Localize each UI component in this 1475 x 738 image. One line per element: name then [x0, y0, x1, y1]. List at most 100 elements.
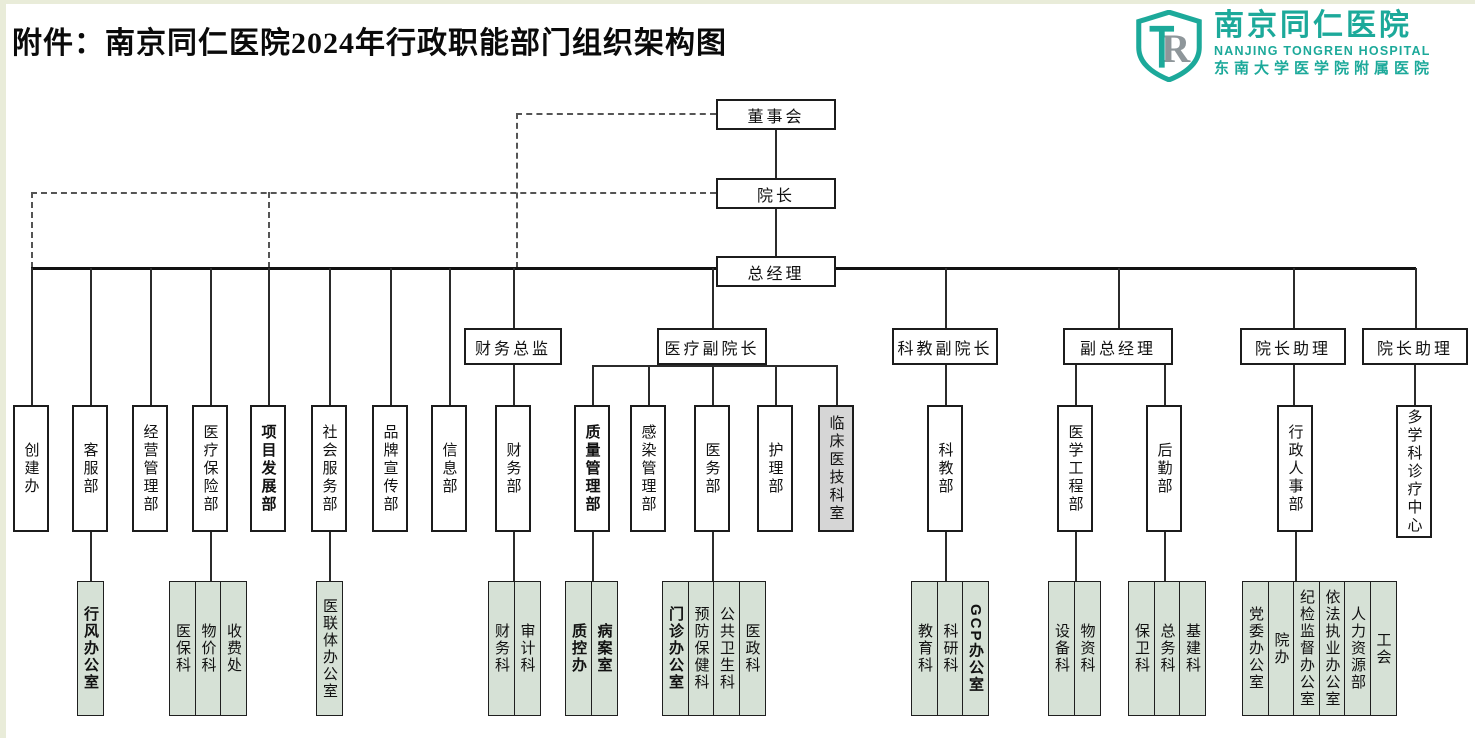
hospital-name-en: NANJING TONGREN HOSPITAL	[1214, 44, 1431, 58]
connector-line	[712, 268, 714, 328]
connector-line	[775, 130, 777, 178]
connector-line	[513, 532, 515, 581]
hospital-logo-text: 南京同仁医院 NANJING TONGREN HOSPITAL 东南大学医学院附…	[1214, 8, 1466, 78]
connector-line	[592, 532, 594, 581]
org-node-dangwei: 党委办公室	[1242, 581, 1269, 716]
org-node-medical-vp: 医疗副院长	[657, 328, 767, 365]
connector-line	[592, 365, 836, 367]
connector-line	[945, 268, 947, 328]
hospital-affiliation: 东南大学医学院附属医院	[1214, 60, 1435, 77]
org-node-yizhengke: 医政科	[738, 581, 766, 716]
org-node-board: 董事会	[716, 99, 836, 130]
org-node-deputy-gm: 副总经理	[1063, 328, 1173, 365]
org-node-medical-affairs: 医务部	[694, 405, 730, 532]
org-group-admin-hr: 党委办公室 院办 纪检监督办公室 依法执业办公室 人力资源部 工会	[1242, 581, 1397, 716]
org-node-clinical-departments: 临床医技科室	[818, 405, 854, 532]
org-node-shebeike: 设备科	[1048, 581, 1075, 716]
org-node-medical-insurance: 医疗保险部	[192, 405, 228, 532]
org-node-zongwuke: 总务科	[1153, 581, 1181, 716]
org-node-nursing: 护理部	[757, 405, 793, 532]
connector-line	[1075, 532, 1077, 581]
org-node-jijian-jiandu: 纪检监督办公室	[1293, 581, 1320, 716]
org-node-president-assistant-2: 院长助理	[1362, 328, 1468, 365]
org-node-zhikongban: 质控办	[565, 581, 592, 716]
connector-line	[268, 268, 270, 405]
connector-line-dashed	[268, 192, 270, 268]
org-node-wuzike: 物资科	[1073, 581, 1101, 716]
org-node-science-education: 科教部	[927, 405, 963, 532]
org-node-education-vp: 科教副院长	[892, 328, 998, 365]
connector-line	[90, 268, 92, 405]
org-node-gcp-office: GCP办公室	[962, 581, 989, 716]
connector-line	[945, 532, 947, 581]
connector-line	[712, 365, 714, 405]
org-group-science-education: 教育科 科研科 GCP办公室	[911, 581, 989, 716]
org-node-caiwuke: 财务科	[488, 581, 515, 716]
connector-line	[1075, 365, 1077, 405]
org-node-medical-engineering: 医学工程部	[1057, 405, 1093, 532]
connector-line	[449, 268, 451, 405]
connector-line	[1293, 365, 1295, 405]
org-node-medical-alliance-office: 医联体办公室	[316, 581, 343, 716]
connector-line-dashed	[516, 113, 716, 115]
org-node-jijianke: 基建科	[1179, 581, 1206, 716]
connector-line	[1293, 268, 1295, 328]
org-group-finance: 财务科 审计科	[488, 581, 541, 716]
connector-line	[150, 268, 152, 405]
connector-line	[945, 365, 947, 405]
org-node-jiaoyuke: 教育科	[911, 581, 938, 716]
connector-line	[1164, 365, 1166, 405]
connector-line	[90, 532, 92, 581]
org-node-binganshi: 病案室	[590, 581, 618, 716]
org-node-logistics: 后勤部	[1146, 405, 1182, 532]
org-group-engineering: 设备科 物资科	[1048, 581, 1101, 716]
org-node-president: 院长	[716, 178, 836, 209]
connector-line	[513, 365, 515, 405]
page-edge-strip	[0, 0, 1475, 4]
org-group-insurance-pricing: 医保科 物价科 收费处	[169, 581, 247, 716]
org-group-medical-affairs: 门诊办公室 预防保健科 公共卫生科 医政科	[662, 581, 766, 716]
connector-line	[390, 268, 392, 405]
org-node-conduct-office: 行风办公室	[77, 581, 104, 716]
svg-text:R: R	[1161, 26, 1191, 71]
connector-line	[210, 268, 212, 405]
org-group-quality: 质控办 病案室	[565, 581, 618, 716]
page-edge-strip	[0, 0, 6, 738]
page-title: 附件：南京同仁医院2024年行政职能部门组织架构图	[12, 27, 727, 60]
connector-line	[1295, 532, 1297, 581]
org-node-shoufeichu: 收费处	[220, 581, 247, 716]
connector-line	[775, 365, 777, 405]
org-node-social-service: 社会服务部	[311, 405, 347, 532]
org-node-menzhen: 门诊办公室	[662, 581, 689, 716]
connector-line-dashed	[31, 192, 33, 268]
connector-line	[648, 365, 650, 405]
connector-line	[329, 268, 331, 405]
org-node-chuangjianban: 创建办	[13, 405, 49, 532]
org-node-renli-ziyuan: 人力资源部	[1344, 581, 1371, 716]
org-node-quality-mgmt: 质量管理部	[574, 405, 610, 532]
connector-line	[329, 532, 331, 581]
org-node-admin-hr: 行政人事部	[1277, 405, 1313, 532]
org-node-keyanke: 科研科	[936, 581, 964, 716]
org-group-logistics: 保卫科 总务科 基建科	[1128, 581, 1206, 716]
connector-line	[31, 268, 33, 405]
org-node-yuanban: 院办	[1267, 581, 1295, 716]
org-node-information: 信息部	[431, 405, 467, 532]
hospital-shield-icon: R	[1136, 10, 1202, 82]
org-node-gonghui: 工会	[1369, 581, 1397, 716]
connector-line	[1414, 365, 1416, 405]
connector-line	[1415, 268, 1417, 328]
org-node-wujiake: 物价科	[194, 581, 222, 716]
connector-line	[836, 365, 838, 405]
connector-line	[775, 209, 777, 256]
connector-line	[513, 268, 515, 328]
org-node-project-development: 项目发展部	[250, 405, 286, 532]
org-node-infection-mgmt: 感染管理部	[630, 405, 666, 532]
org-node-general-manager: 总经理	[716, 256, 836, 287]
org-node-yibaoke: 医保科	[169, 581, 196, 716]
org-node-mdt-center: 多学科诊疗中心	[1396, 405, 1432, 538]
connector-line	[592, 365, 594, 405]
org-node-shenjike: 审计科	[513, 581, 541, 716]
org-node-yufang: 预防保健科	[687, 581, 715, 716]
